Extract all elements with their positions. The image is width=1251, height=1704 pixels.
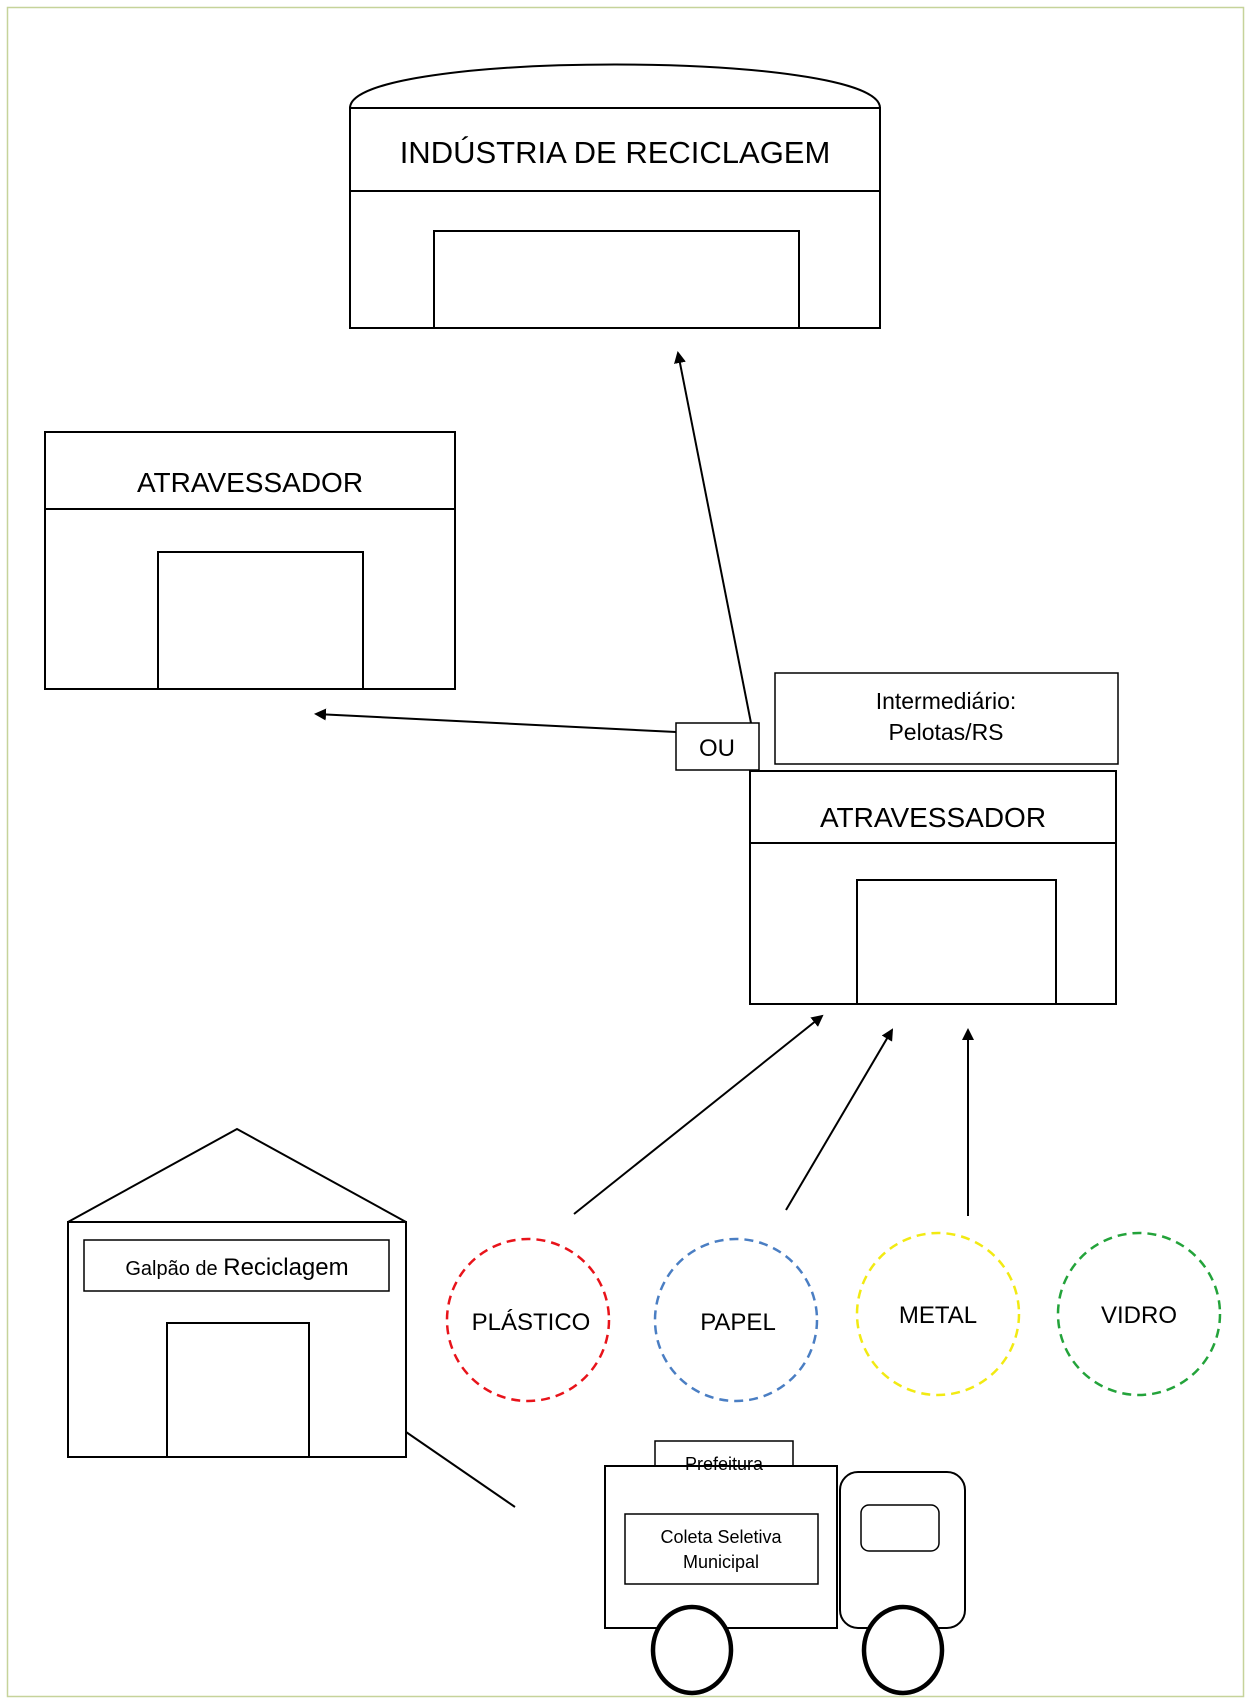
galpao-label-prefix: Galpão de: [125, 1258, 223, 1280]
page-frame: [6, 6, 1245, 1698]
material-label-papel: PAPEL: [700, 1309, 776, 1336]
industria-door: [433, 230, 800, 329]
material-circle-papel: [653, 1237, 819, 1403]
material-label-metal: METAL: [899, 1302, 977, 1329]
intermediario-line1: Intermediário:: [876, 688, 1017, 714]
atravessador-right-door: [856, 879, 1057, 1005]
material-circle-plastico: [445, 1237, 611, 1403]
galpao-roof: [67, 1127, 407, 1223]
intermediario-line2: Pelotas/RS: [888, 719, 1003, 745]
truck-sign-line2: Municipal: [683, 1552, 759, 1572]
galpao-building: [67, 1127, 407, 1458]
truck-wheel-rear: [650, 1604, 734, 1696]
intermediario-box: [774, 672, 1119, 765]
material-plastico: PLÁSTICO: [445, 1237, 611, 1403]
truck-sign-box: [624, 1513, 819, 1585]
truck: [604, 1440, 966, 1696]
galpao-sign: [83, 1239, 390, 1292]
atravessador-left-door: [157, 551, 364, 690]
material-vidro: VIDRO: [1056, 1231, 1222, 1397]
arrow-papel-to-atravessador: [785, 1028, 894, 1211]
material-circle-metal: [855, 1231, 1021, 1397]
atravessador-left-building: [44, 431, 456, 690]
galpao-label-main: Reciclagem: [223, 1254, 348, 1281]
truck-wheel-front: [861, 1604, 945, 1696]
galpao-label: Galpão de Reciclagem: [125, 1254, 348, 1281]
industria-roof: [349, 63, 881, 109]
arrow-plastico-to-atravessador: [573, 1014, 824, 1215]
ou-label: OU: [699, 735, 735, 762]
galpao-door: [166, 1322, 310, 1458]
truck-window: [860, 1504, 940, 1552]
material-circle-vidro: [1056, 1231, 1222, 1397]
industria-building: [349, 63, 881, 329]
material-label-vidro: VIDRO: [1101, 1302, 1177, 1329]
arrow-to-industria: [674, 351, 752, 724]
industria-label: INDÚSTRIA DE RECICLAGEM: [400, 135, 831, 170]
atravessador-right-label: ATRAVESSADOR: [820, 802, 1046, 833]
prefeitura-label: Prefeitura: [685, 1454, 764, 1474]
ou-box: [675, 722, 760, 771]
material-label-plastico: PLÁSTICO: [472, 1309, 591, 1336]
truck-sign-line1: Coleta Seletiva: [660, 1527, 782, 1547]
arrow-to-atravessador-left: [314, 708, 677, 733]
atravessador-left-label: ATRAVESSADOR: [137, 467, 363, 498]
atravessador-right-building: [749, 770, 1117, 1005]
material-metal: METAL: [855, 1231, 1021, 1397]
material-papel: PAPEL: [653, 1237, 819, 1403]
